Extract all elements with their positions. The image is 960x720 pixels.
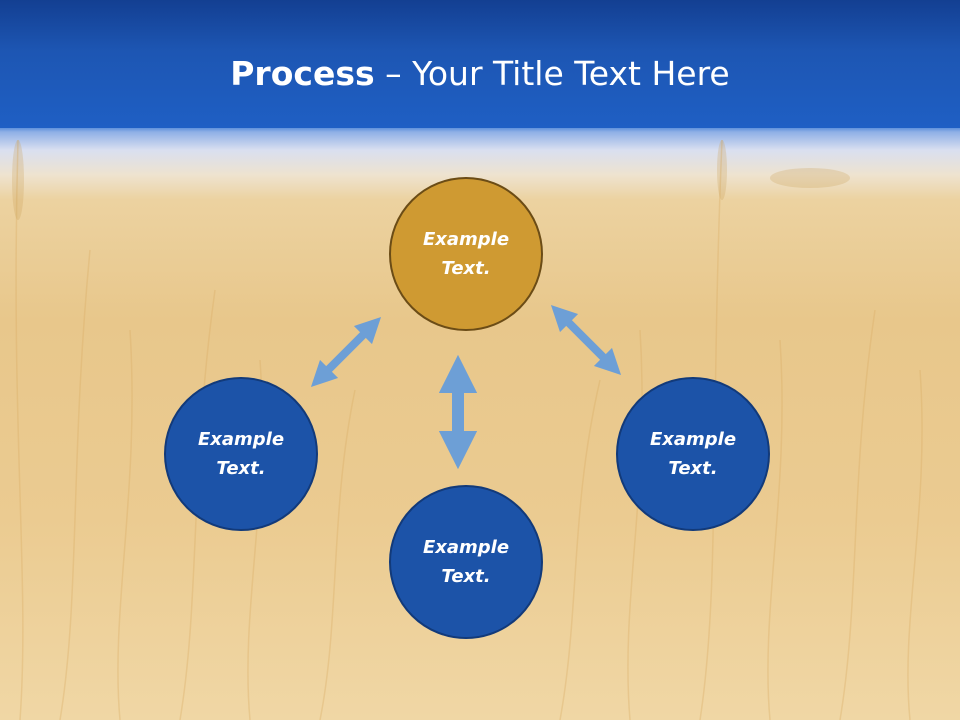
node-top-line1: Example (422, 229, 510, 250)
page-title: Process – Your Title Text Here (0, 52, 960, 96)
node-bottom-line1: Example (422, 537, 510, 558)
node-bottom-line2: Text. (441, 566, 491, 587)
title-bold-part: Process (230, 54, 375, 93)
node-right-line2: Text. (668, 458, 718, 479)
node-left-line2: Text. (216, 458, 266, 479)
node-left-label: Example Text. (181, 425, 301, 483)
node-bottom-label: Example Text. (406, 533, 526, 591)
node-left-line1: Example (197, 429, 285, 450)
wheat-stalks-decoration (12, 139, 923, 720)
node-right-label: Example Text. (633, 425, 753, 483)
arrow-top-right (550, 304, 622, 376)
process-node-left[interactable]: Example Text. (164, 377, 318, 531)
node-right-line1: Example (649, 429, 737, 450)
arrow-top-left (310, 316, 382, 388)
process-node-bottom[interactable]: Example Text. (389, 485, 543, 639)
title-rest: – Your Title Text Here (374, 54, 730, 93)
process-node-top[interactable]: Example Text. (389, 177, 543, 331)
process-node-right[interactable]: Example Text. (616, 377, 770, 531)
title-bar (0, 0, 960, 128)
node-top-line2: Text. (441, 258, 491, 279)
node-top-label: Example Text. (406, 225, 526, 283)
